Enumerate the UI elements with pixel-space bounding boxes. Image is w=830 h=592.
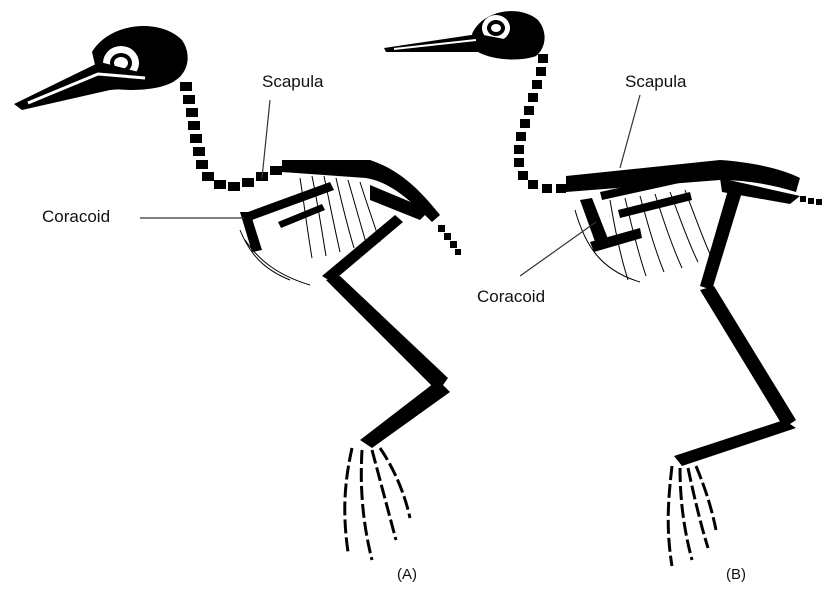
tail-b <box>800 196 822 205</box>
tarsus-b <box>674 420 796 466</box>
scapula-label-b: Scapula <box>625 72 686 92</box>
toes-b <box>668 466 716 566</box>
skeleton-b <box>384 11 822 566</box>
panel-caption-b: (B) <box>726 566 746 583</box>
coracoid-pointer-b <box>520 222 596 276</box>
neck-vertebrae-b <box>514 54 566 193</box>
scapula-pointer-a <box>262 100 270 178</box>
skeleton-a <box>14 26 461 560</box>
scapula-pointer-b <box>620 95 640 168</box>
coracoid-label-b: Coracoid <box>477 287 545 307</box>
coracoid-label-a: Coracoid <box>42 207 110 227</box>
scapula-a <box>248 182 334 220</box>
panel-caption-a: (A) <box>397 566 417 583</box>
tibia-b <box>700 286 796 428</box>
toes-a <box>345 448 410 560</box>
tail-a <box>438 225 461 255</box>
tarsus-a <box>360 380 450 448</box>
femur-b <box>700 190 742 290</box>
tibia-a <box>326 276 448 392</box>
scapula-label-a: Scapula <box>262 72 323 92</box>
